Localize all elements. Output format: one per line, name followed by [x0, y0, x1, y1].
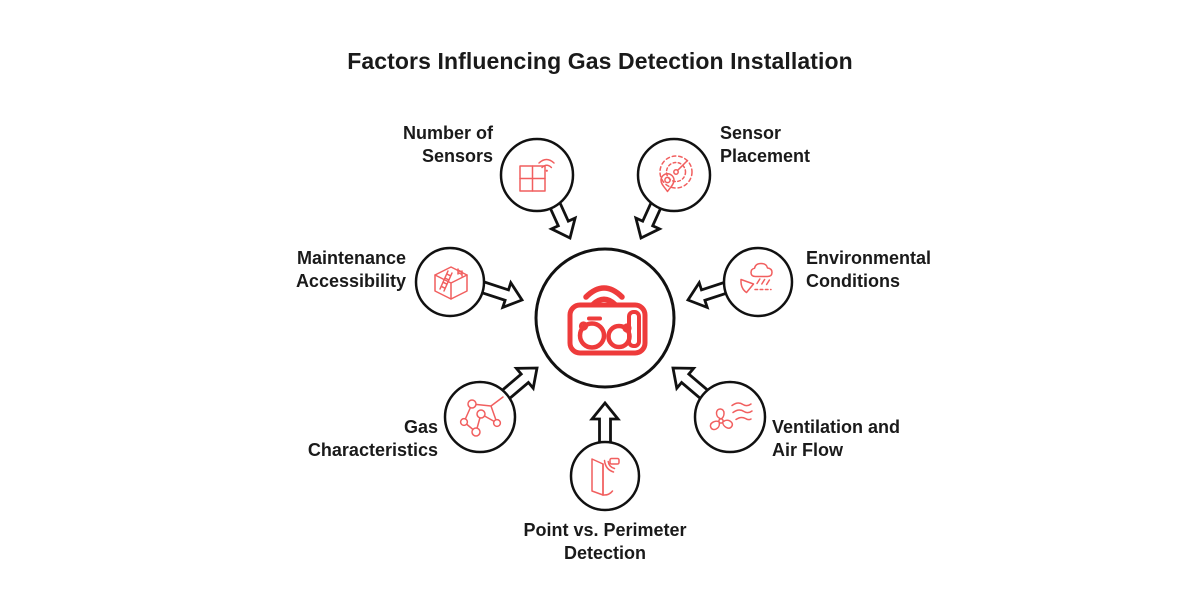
label-number-of-sensors: Number of Sensors — [403, 122, 493, 168]
label-line: Sensors — [421, 146, 493, 166]
label-line: Sensor — [720, 123, 782, 143]
radar-location-icon — [659, 155, 693, 193]
label-environmental-conditions: Environmental Conditions — [806, 247, 931, 293]
label-point-vs-perimeter: Point vs. Perimeter Detection — [455, 519, 755, 565]
arrow-from-point-detection — [589, 400, 621, 446]
arrow-from-maintenance — [478, 279, 525, 310]
label-gas-characteristics: Gas Characteristics — [308, 416, 438, 462]
label-line: Gas — [403, 417, 438, 437]
node-circle-sensor-placement — [636, 137, 712, 213]
label-line: Conditions — [806, 271, 900, 291]
node-circle-point-detection — [569, 440, 641, 512]
steam-cloud-icon — [740, 262, 773, 294]
gas-detector-icon — [567, 285, 648, 356]
label-line: Number of — [403, 123, 493, 143]
label-line: Placement — [720, 146, 811, 166]
molecule-icon — [459, 396, 504, 437]
label-line: Detection — [563, 543, 646, 563]
label-line: Air Flow — [772, 440, 843, 460]
arrow-from-sensor-placement — [633, 198, 664, 241]
ladder-room-icon — [434, 266, 468, 300]
label-line: Accessibility — [295, 271, 406, 291]
label-line: Ventilation and — [772, 417, 901, 437]
door-sensor-icon — [591, 457, 620, 496]
sensor-grid-icon — [519, 158, 555, 192]
hub-circle — [534, 247, 676, 389]
page-title: Factors Influencing Gas Detection Instal… — [347, 48, 853, 74]
node-circle-number-of-sensors — [499, 137, 575, 213]
arrow-from-environmental — [685, 279, 732, 310]
arrow-from-gas-characteristics — [498, 366, 539, 403]
arrow-from-ventilation — [671, 366, 712, 403]
arrow-from-number-of-sensors — [547, 198, 578, 241]
label-line: Environmental — [806, 248, 932, 268]
label-sensor-placement: Sensor Placement — [720, 122, 810, 168]
label-line: Point vs. Perimeter — [523, 520, 687, 540]
label-maintenance-accessibility: Maintenance Accessibility — [296, 247, 406, 293]
label-line: Characteristics — [307, 440, 438, 460]
label-ventilation-air-flow: Ventilation and Air Flow — [772, 416, 900, 462]
fan-airflow-icon — [709, 402, 753, 431]
arrows — [478, 198, 732, 446]
label-line: Maintenance — [296, 248, 406, 268]
node-circle-ventilation — [693, 380, 767, 454]
